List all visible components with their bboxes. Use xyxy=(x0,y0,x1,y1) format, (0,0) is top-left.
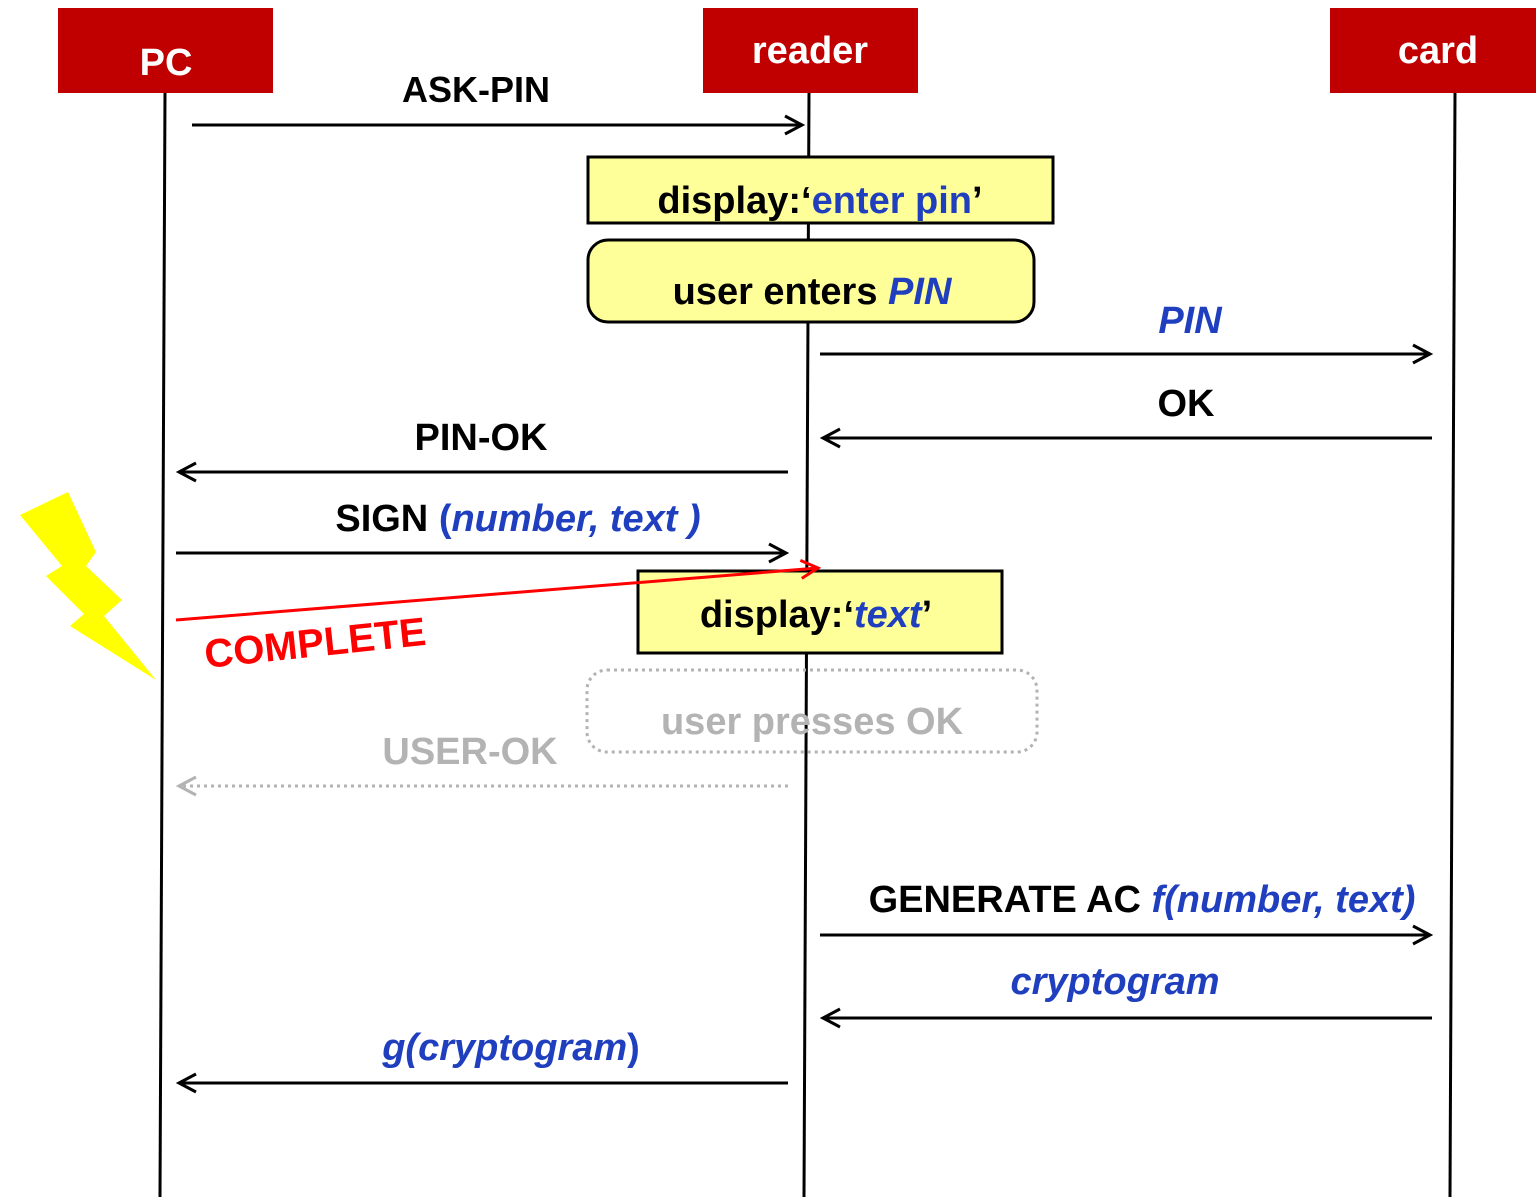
participant-reader: reader xyxy=(703,8,918,93)
svg-text:display:‘enter pin’: display:‘enter pin’ xyxy=(657,180,982,222)
note-user-enters-pin: user enters PIN xyxy=(586,238,1036,324)
msg-sign-args: number, text xyxy=(451,498,678,540)
msg-complete-label: COMPLETE xyxy=(202,610,428,677)
msg-generate-ac-args: f(number, text) xyxy=(1152,879,1416,921)
note-display-text: display:‘text’ xyxy=(636,569,1004,655)
msg-user-ok-label: USER-OK xyxy=(382,731,558,773)
card-lifeline xyxy=(1448,91,1457,1197)
participant-pc-label: PC xyxy=(140,42,193,84)
msg-sign-label: SIGN xyxy=(335,498,428,540)
msg-sign-close: ) xyxy=(684,498,701,540)
svg-text:GENERATE AC f(number, text): GENERATE AC f(number, text) xyxy=(869,879,1416,921)
svg-text:g(cryptogram): g(cryptogram) xyxy=(381,1027,640,1069)
note-display-value: enter pin xyxy=(812,180,972,222)
note-display-text-prefix: display:‘ xyxy=(700,594,854,636)
lightning-bolt-icon xyxy=(20,492,156,680)
participant-pc: PC xyxy=(58,8,273,93)
msg-sign-open: ( xyxy=(439,498,452,540)
note-user-presses-ok: user presses OK xyxy=(585,668,1039,754)
msg-ok-label: OK xyxy=(1158,383,1216,425)
note-display-suffix: ’ xyxy=(972,180,983,222)
msg-g-prefix: g(cryptogram xyxy=(381,1027,627,1069)
svg-text:user enters PIN: user enters PIN xyxy=(673,271,953,313)
note-display-enter-pin: display:‘enter pin’ xyxy=(586,155,1055,225)
svg-text:SIGN (number, text ): SIGN (number, text ) xyxy=(335,498,700,540)
msg-g-close: ) xyxy=(627,1027,640,1069)
note-user-enters-prefix: user enters xyxy=(673,271,888,313)
note-user-presses-text: user presses OK xyxy=(661,701,964,743)
msg-generate-ac-label: GENERATE AC xyxy=(869,879,1141,921)
msg-ask-pin-label: ASK-PIN xyxy=(402,69,550,110)
msg-pin-ok-label: PIN-OK xyxy=(415,417,549,459)
note-display-text-value: text xyxy=(854,594,923,636)
msg-cryptogram-label: cryptogram xyxy=(1010,961,1219,1003)
pc-lifeline xyxy=(158,91,167,1197)
note-display-text-suffix: ’ xyxy=(922,594,933,636)
participant-card-label: card xyxy=(1398,30,1478,72)
note-user-enters-value: PIN xyxy=(888,271,953,313)
msg-pin-label: PIN xyxy=(1158,300,1223,342)
note-display-prefix: display:‘ xyxy=(657,180,811,222)
participant-card: card xyxy=(1330,8,1536,93)
msg-complete-arrow xyxy=(175,568,818,622)
participant-reader-label: reader xyxy=(752,30,868,72)
svg-text:display:‘text’: display:‘text’ xyxy=(700,594,932,636)
